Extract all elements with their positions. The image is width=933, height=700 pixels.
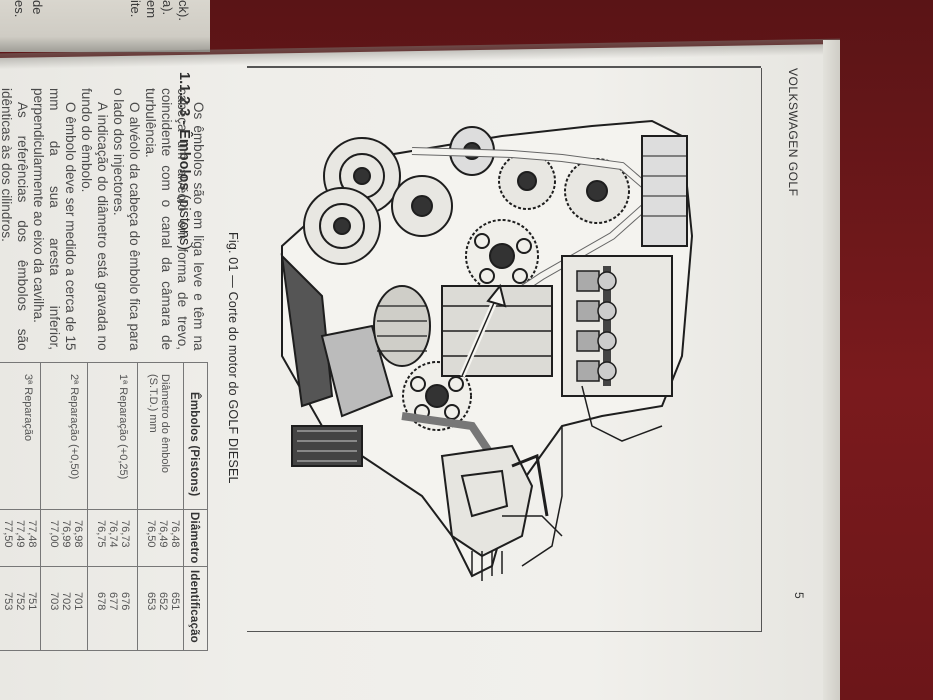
facing-page-line: es. bbox=[12, 0, 27, 18]
facing-page-line: em bbox=[144, 0, 159, 19]
table-cell-diameter: 76,98 76,99 77,00 bbox=[48, 520, 84, 548]
figure-caption: Fig. 01 — Corte do motor do GOLF DIESEL bbox=[226, 232, 240, 484]
section-number: 1.1.2.3 - bbox=[176, 72, 192, 130]
piston-spec-table: Êmbolos (Pistons) Diâmetro Identificação… bbox=[0, 362, 208, 651]
facing-page-line: ck). bbox=[176, 0, 191, 21]
table-row-divider bbox=[137, 362, 138, 650]
section-subtitle: (pistons) bbox=[176, 190, 192, 251]
table-cell-diameter: 76,48 76,49 76,50 bbox=[145, 520, 181, 548]
facing-page-line: a). bbox=[160, 0, 175, 16]
engine-cutaway-illustration bbox=[280, 119, 694, 581]
table-header: Êmbolos (Pistons) bbox=[188, 392, 200, 497]
table-row-label: 2ª Reparação (+0,50) bbox=[68, 374, 80, 480]
paragraph: As referências dos êmbolos são idênticas… bbox=[0, 88, 30, 350]
facing-page-line: de bbox=[30, 0, 45, 15]
paragraph: A indicação do diâmetro está gravada no … bbox=[79, 88, 110, 350]
table-row-label: 1ª Reparação (+0,25) bbox=[117, 374, 129, 480]
running-head: VOLKSWAGEN GOLF bbox=[786, 68, 800, 197]
table-border bbox=[207, 362, 208, 650]
facing-page: ck). a). em ite. de es. bbox=[0, 0, 210, 52]
section-title: Êmbolos bbox=[176, 129, 192, 191]
page-edge bbox=[823, 40, 840, 700]
table-col-divider bbox=[0, 509, 208, 510]
table-row-label: Diâmetro do êmbolo (S.T.D.) mm bbox=[147, 374, 171, 474]
paragraph: O alvéolo da cabeça do êmbolo fica para … bbox=[111, 88, 142, 350]
table-row-divider bbox=[40, 362, 41, 650]
figure-frame-top bbox=[247, 66, 761, 68]
table-border bbox=[0, 650, 208, 651]
table-row-divider bbox=[87, 362, 88, 650]
table-border bbox=[0, 362, 208, 363]
table-cell-diameter: 77,48 77,49 77,50 bbox=[2, 520, 38, 548]
table-cell-diameter: 76,73 76,74 76,75 bbox=[95, 520, 131, 548]
table-cell-id: 651 652 653 bbox=[145, 592, 181, 611]
table-header: Identificação bbox=[188, 570, 200, 643]
paragraph: O êmbolo deve ser medido a cerca de 15 m… bbox=[31, 88, 78, 350]
table-row-label: 3ª Reparação bbox=[22, 374, 34, 442]
body-text: Os êmbolos são em liga leve e têm na cab… bbox=[0, 88, 206, 350]
figure-frame bbox=[247, 68, 762, 632]
facing-page-line: ite. bbox=[128, 0, 143, 18]
section-heading: 1.1.2.3 - Êmbolos (pistons) bbox=[176, 72, 192, 250]
table-cell-id: 676 677 678 bbox=[95, 592, 131, 611]
table-col-divider bbox=[0, 566, 208, 567]
page-number: 5 bbox=[792, 592, 806, 599]
table-header: Diâmetro bbox=[188, 512, 200, 564]
table-cell-id: 751 752 753 bbox=[2, 592, 38, 611]
paragraph: Os êmbolos são em liga leve e têm na cab… bbox=[143, 88, 206, 350]
table-header-divider bbox=[183, 362, 184, 650]
table-cell-id: 701 702 703 bbox=[48, 592, 84, 611]
